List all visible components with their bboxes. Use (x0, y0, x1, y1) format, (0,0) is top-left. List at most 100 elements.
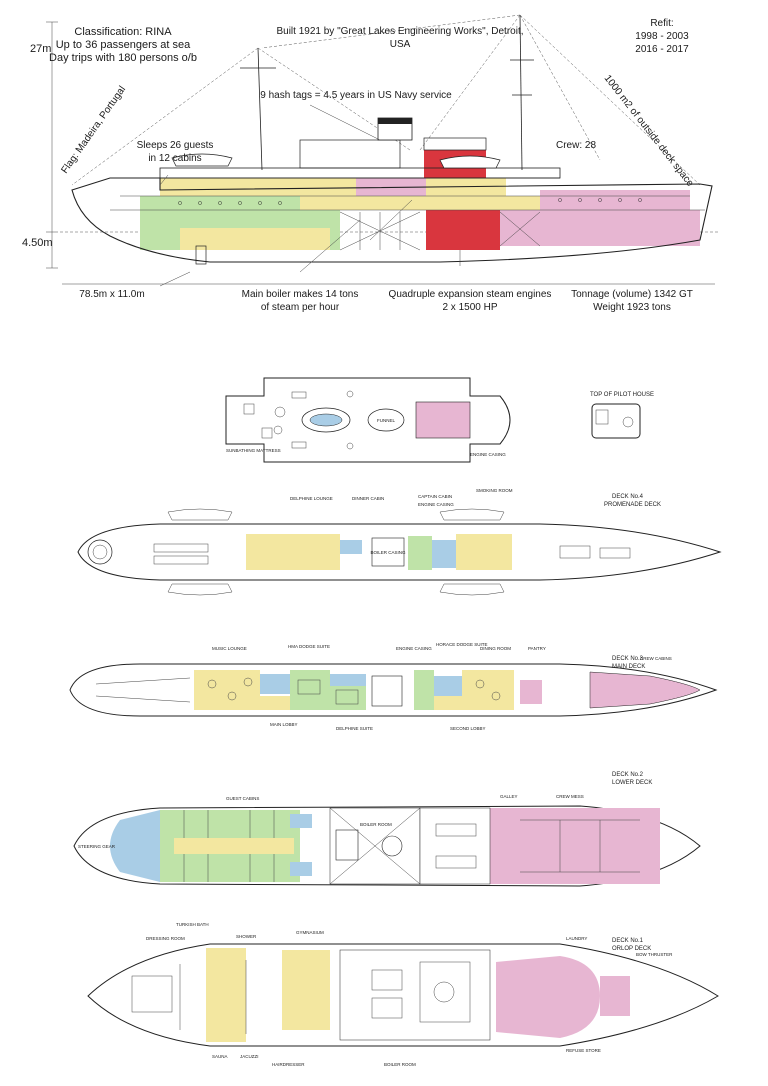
deck-1-title-2: ORLOP DECK (612, 946, 651, 952)
svg-text:SUNBATHING MATTRESS: SUNBATHING MATTRESS (226, 448, 281, 453)
svg-text:BOILER ROOM: BOILER ROOM (360, 822, 392, 827)
svg-text:DELPHINE SUITE: DELPHINE SUITE (336, 726, 373, 731)
passengers-label-1: Up to 36 passengers at sea (56, 39, 191, 51)
engine-room-2 (419, 807, 491, 885)
svg-text:SMOKING ROOM: SMOKING ROOM (476, 488, 513, 493)
back-stay (519, 14, 701, 186)
deck-3-title-1: DECK No.3 (612, 656, 644, 662)
svg-text:TURKISH BATH: TURKISH BATH (176, 922, 209, 927)
zone-guest-main (140, 196, 300, 210)
deck-3-furniture (95, 677, 501, 705)
deck-2-title-2: LOWER DECK (612, 780, 652, 786)
svg-text:SHOWER: SHOWER (236, 934, 257, 939)
deck-space-label: 1000 m2 of outside deck space (602, 73, 696, 189)
svg-text:TOP OF PILOT HOUSE: TOP OF PILOT HOUSE (590, 392, 654, 398)
deckhouse (299, 139, 401, 169)
refit-2: 2016 - 2017 (635, 44, 689, 55)
svg-text:DELPHINE LOUNGE: DELPHINE LOUNGE (290, 496, 333, 501)
boat-deck (159, 167, 561, 179)
delphine-lounge-area (246, 534, 340, 570)
built-label-2: USA (390, 39, 411, 50)
pilot-house (423, 137, 487, 151)
pantry-area (520, 680, 542, 704)
svg-text:MUSIC LOUNGE: MUSIC LOUNGE (212, 646, 247, 651)
deck-3-plan: DECK No.3 MAIN DECK MUSIC LOUNGE HMA DOD… (69, 642, 718, 731)
svg-text:REFUSE STORE: REFUSE STORE (566, 1048, 601, 1053)
crew-cabins-area (589, 671, 701, 709)
ship-profile: Classification: RINA Up to 36 passengers… (22, 14, 718, 313)
zone-guest-upper (160, 178, 356, 196)
draft-label: 4.50m (22, 237, 53, 249)
engines-label-1: Quadruple expansion steam engines (389, 289, 552, 300)
top-deck-furniture (243, 390, 354, 450)
svg-text:BOILER CASING: BOILER CASING (370, 550, 406, 555)
hull-outline (71, 177, 713, 263)
horace-dodge-suite-area (414, 670, 434, 710)
svg-text:SAUNA: SAUNA (212, 1054, 228, 1059)
deck-2-plan: DECK No.2 LOWER DECK GUEST CABINS BOILER… (73, 772, 701, 887)
dining-room-area (462, 670, 514, 710)
deck-1-plan: DECK No.1 ORLOP DECK TURKISH BATH DRESSI… (87, 922, 719, 1067)
gymnasium-area (282, 950, 330, 1030)
music-lounge-area (194, 670, 260, 710)
spa-area (206, 948, 246, 1042)
boiler-label-1: Main boiler makes 14 tons (242, 289, 359, 300)
passengers-label-2: Day trips with 180 persons o/b (49, 52, 197, 64)
deck-1-title-1: DECK No.1 (612, 938, 644, 944)
hma-dodge-suite-area (290, 670, 330, 710)
lifeboat-aft (171, 153, 233, 167)
built-label-1: Built 1921 by "Great Lakes Engineering W… (276, 26, 523, 37)
svg-text:HMA DODGE SUITE: HMA DODGE SUITE (288, 644, 330, 649)
svg-text:ENGINE CASING: ENGINE CASING (418, 502, 454, 507)
svg-text:CREW MESS: CREW MESS (556, 794, 584, 799)
deck-2-cabin-grid (183, 810, 640, 882)
fore-stay (71, 47, 259, 186)
triatic-stay (261, 14, 521, 49)
height-label: 27m (30, 43, 51, 55)
refit-label: Refit: (650, 18, 673, 29)
portholes (178, 198, 642, 205)
deck-4-plan: BOILER CASING DECK No.4 PROMENADE DECK D… (77, 488, 722, 596)
svg-text:HORACE DODGE SUITE: HORACE DODGE SUITE (436, 642, 488, 647)
lifeboat-fwd (439, 155, 501, 169)
rudder (195, 245, 207, 265)
svg-text:DINNER CABIN: DINNER CABIN (352, 496, 384, 501)
deck-1-machinery (131, 960, 471, 1034)
top-engine-casing (415, 401, 471, 439)
svg-text:ENGINE CASING: ENGINE CASING (470, 452, 506, 457)
boiler-casing-4 (371, 537, 405, 567)
svg-text:JACUZZI: JACUZZI (240, 1054, 259, 1059)
svg-text:BOW THRUSTER: BOW THRUSTER (636, 952, 673, 957)
pilot-house-plan (591, 403, 641, 439)
flag-label: Flag: Madeira, Portugal (59, 84, 128, 175)
fore-mast (257, 47, 263, 171)
svg-text:LAUNDRY: LAUNDRY (566, 936, 587, 941)
deck-4-title-2: PROMENADE DECK (604, 502, 661, 508)
svg-text:HAIRDRESSER: HAIRDRESSER (272, 1062, 305, 1067)
top-funnel (367, 408, 405, 432)
crew-label: Crew: 28 (556, 140, 596, 151)
svg-text:GALLEY: GALLEY (500, 794, 518, 799)
smoking-room-area (456, 534, 512, 570)
svg-text:DRESSING ROOM: DRESSING ROOM (146, 936, 185, 941)
laundry-area (496, 956, 600, 1038)
crew-mess-area (490, 808, 660, 884)
svg-text:DINING ROOM: DINING ROOM (480, 646, 511, 651)
svg-text:ENGINE CASING: ENGINE CASING (396, 646, 432, 651)
svg-text:GYMNASIUM: GYMNASIUM (296, 930, 324, 935)
svg-text:BOILER ROOM: BOILER ROOM (384, 1062, 416, 1067)
classification-label: Classification: RINA (74, 26, 172, 38)
svg-text:CREW CABINS: CREW CABINS (640, 656, 672, 661)
sleeps-label-2: in 12 cabins (148, 153, 201, 164)
svg-text:FUNNEL: FUNNEL (377, 418, 395, 423)
svg-text:CAPTAIN CABIN: CAPTAIN CABIN (418, 494, 452, 499)
sleeps-label-1: Sleeps 26 guests (137, 140, 214, 151)
svg-text:MAIN LOBBY: MAIN LOBBY (270, 722, 298, 727)
deck-4-title-1: DECK No.4 (612, 494, 644, 500)
refit-1: 1998 - 2003 (635, 31, 689, 42)
hull-frames (339, 211, 541, 251)
top-deck-plan: FUNNEL SUNBATHING MATTRESS ENGINE CASING… (225, 377, 654, 463)
engines-label-2: 2 x 1500 HP (442, 302, 497, 313)
main-lobby (371, 675, 403, 707)
